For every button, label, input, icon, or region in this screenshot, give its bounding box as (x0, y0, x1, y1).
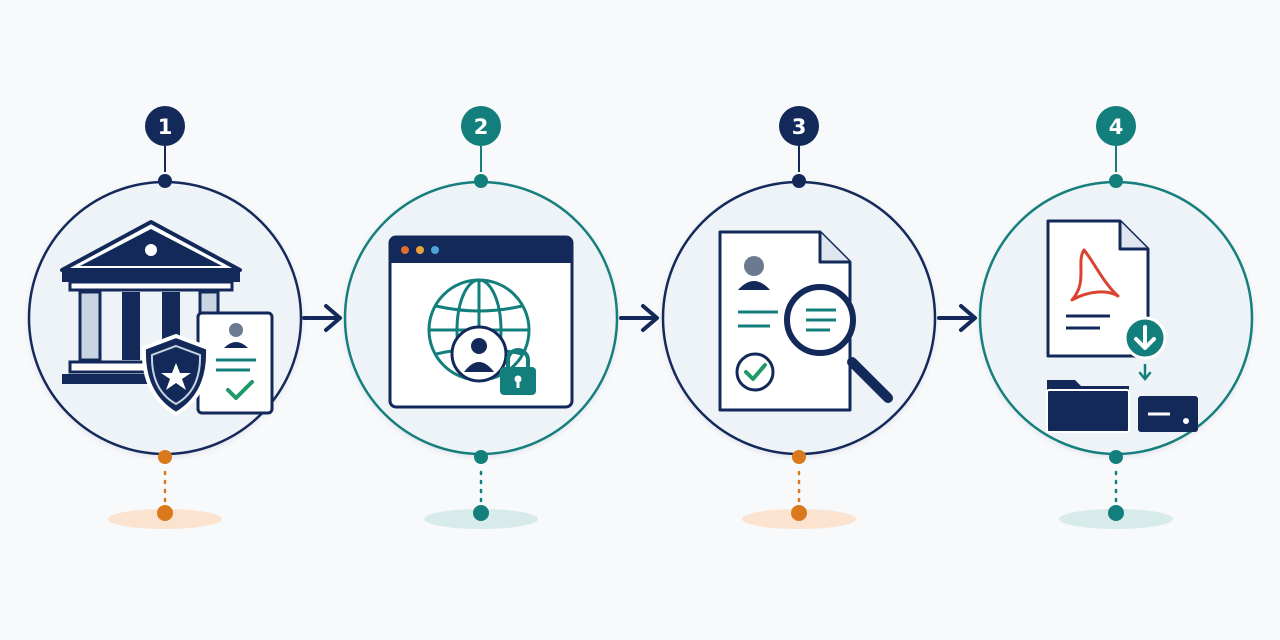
hard-drive-icon (1138, 396, 1198, 432)
step-3-end-dot (791, 505, 807, 521)
user-avatar-icon (450, 325, 508, 383)
step-2-number: 2 (474, 115, 489, 139)
step-3-number-badge (779, 106, 819, 146)
step-1-end-dot (157, 505, 173, 521)
step-2-end-dot (473, 505, 489, 521)
step-2-number-badge (461, 106, 501, 146)
step-2-top-dot (474, 174, 488, 188)
step-2: 2 (343, 106, 619, 529)
arrow-right-icon (302, 304, 342, 332)
step-3-bottom-dot (792, 450, 806, 464)
arrow-right-icon (937, 304, 977, 332)
step-3: 3 (661, 106, 937, 529)
step-1: 1 (27, 106, 303, 529)
pdf-document-icon (1046, 219, 1150, 358)
step-3-top-dot (792, 174, 806, 188)
step-4-number-badge (1096, 106, 1136, 146)
download-arrow-icon (1123, 316, 1167, 381)
arrow-right-icon (619, 304, 659, 332)
step-4-bottom-dot (1109, 450, 1123, 464)
verified-id-card-icon (196, 311, 274, 415)
folder-icon (1046, 380, 1130, 433)
step-3-number: 3 (792, 115, 807, 139)
step-1-number-badge (145, 106, 185, 146)
step-4-number: 4 (1109, 115, 1124, 139)
step-4-top-dot (1109, 174, 1123, 188)
step-1-top-dot (158, 174, 172, 188)
step-2-bottom-dot (474, 450, 488, 464)
step-1-bottom-dot (158, 450, 172, 464)
step-4-end-dot (1108, 505, 1124, 521)
step-4: 4 (978, 106, 1254, 529)
shield-star-icon (141, 334, 211, 416)
magnifier-icon (784, 284, 893, 403)
step-1-number: 1 (158, 115, 173, 139)
lock-icon (500, 348, 536, 395)
